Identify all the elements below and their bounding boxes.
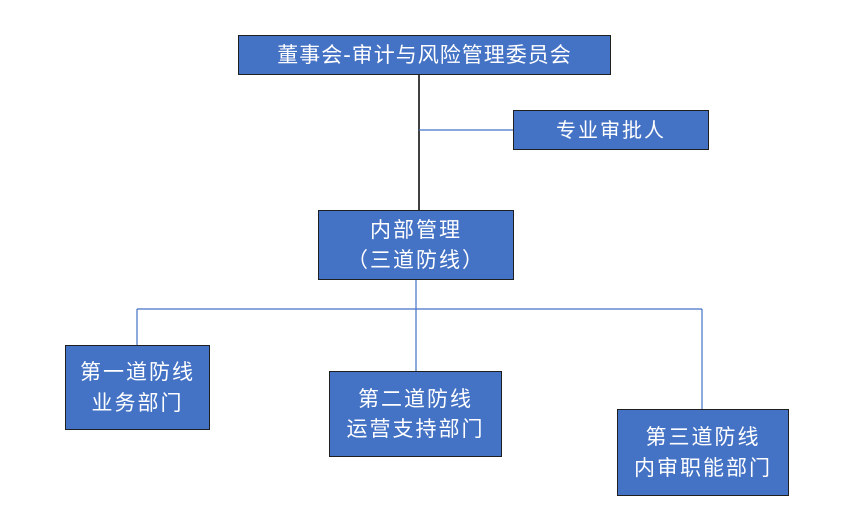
- internal-management-box: 内部管理 （三道防线）: [318, 210, 514, 280]
- internal-label-line1: 内部管理: [370, 217, 462, 242]
- approver-label: 专业审批人: [556, 117, 666, 142]
- line1-department: 业务部门: [91, 390, 184, 415]
- line3-department: 内审职能部门: [634, 455, 772, 480]
- line1-title: 第一道防线: [80, 360, 195, 385]
- board-label: 董事会-审计与风险管理委员会: [277, 42, 572, 67]
- line2-title: 第二道防线: [358, 386, 473, 411]
- professional-approver-box: 专业审批人: [513, 110, 709, 150]
- line3-title: 第三道防线: [645, 425, 761, 450]
- second-line-of-defense-box: 第二道防线 运营支持部门: [329, 371, 502, 457]
- board-audit-risk-committee-box: 董事会-审计与风险管理委员会: [238, 35, 611, 75]
- line2-department: 运营支持部门: [346, 417, 485, 441]
- third-line-of-defense-box: 第三道防线 内审职能部门: [617, 409, 789, 496]
- first-line-of-defense-box: 第一道防线 业务部门: [65, 345, 210, 430]
- internal-label-line2: （三道防线）: [347, 248, 485, 272]
